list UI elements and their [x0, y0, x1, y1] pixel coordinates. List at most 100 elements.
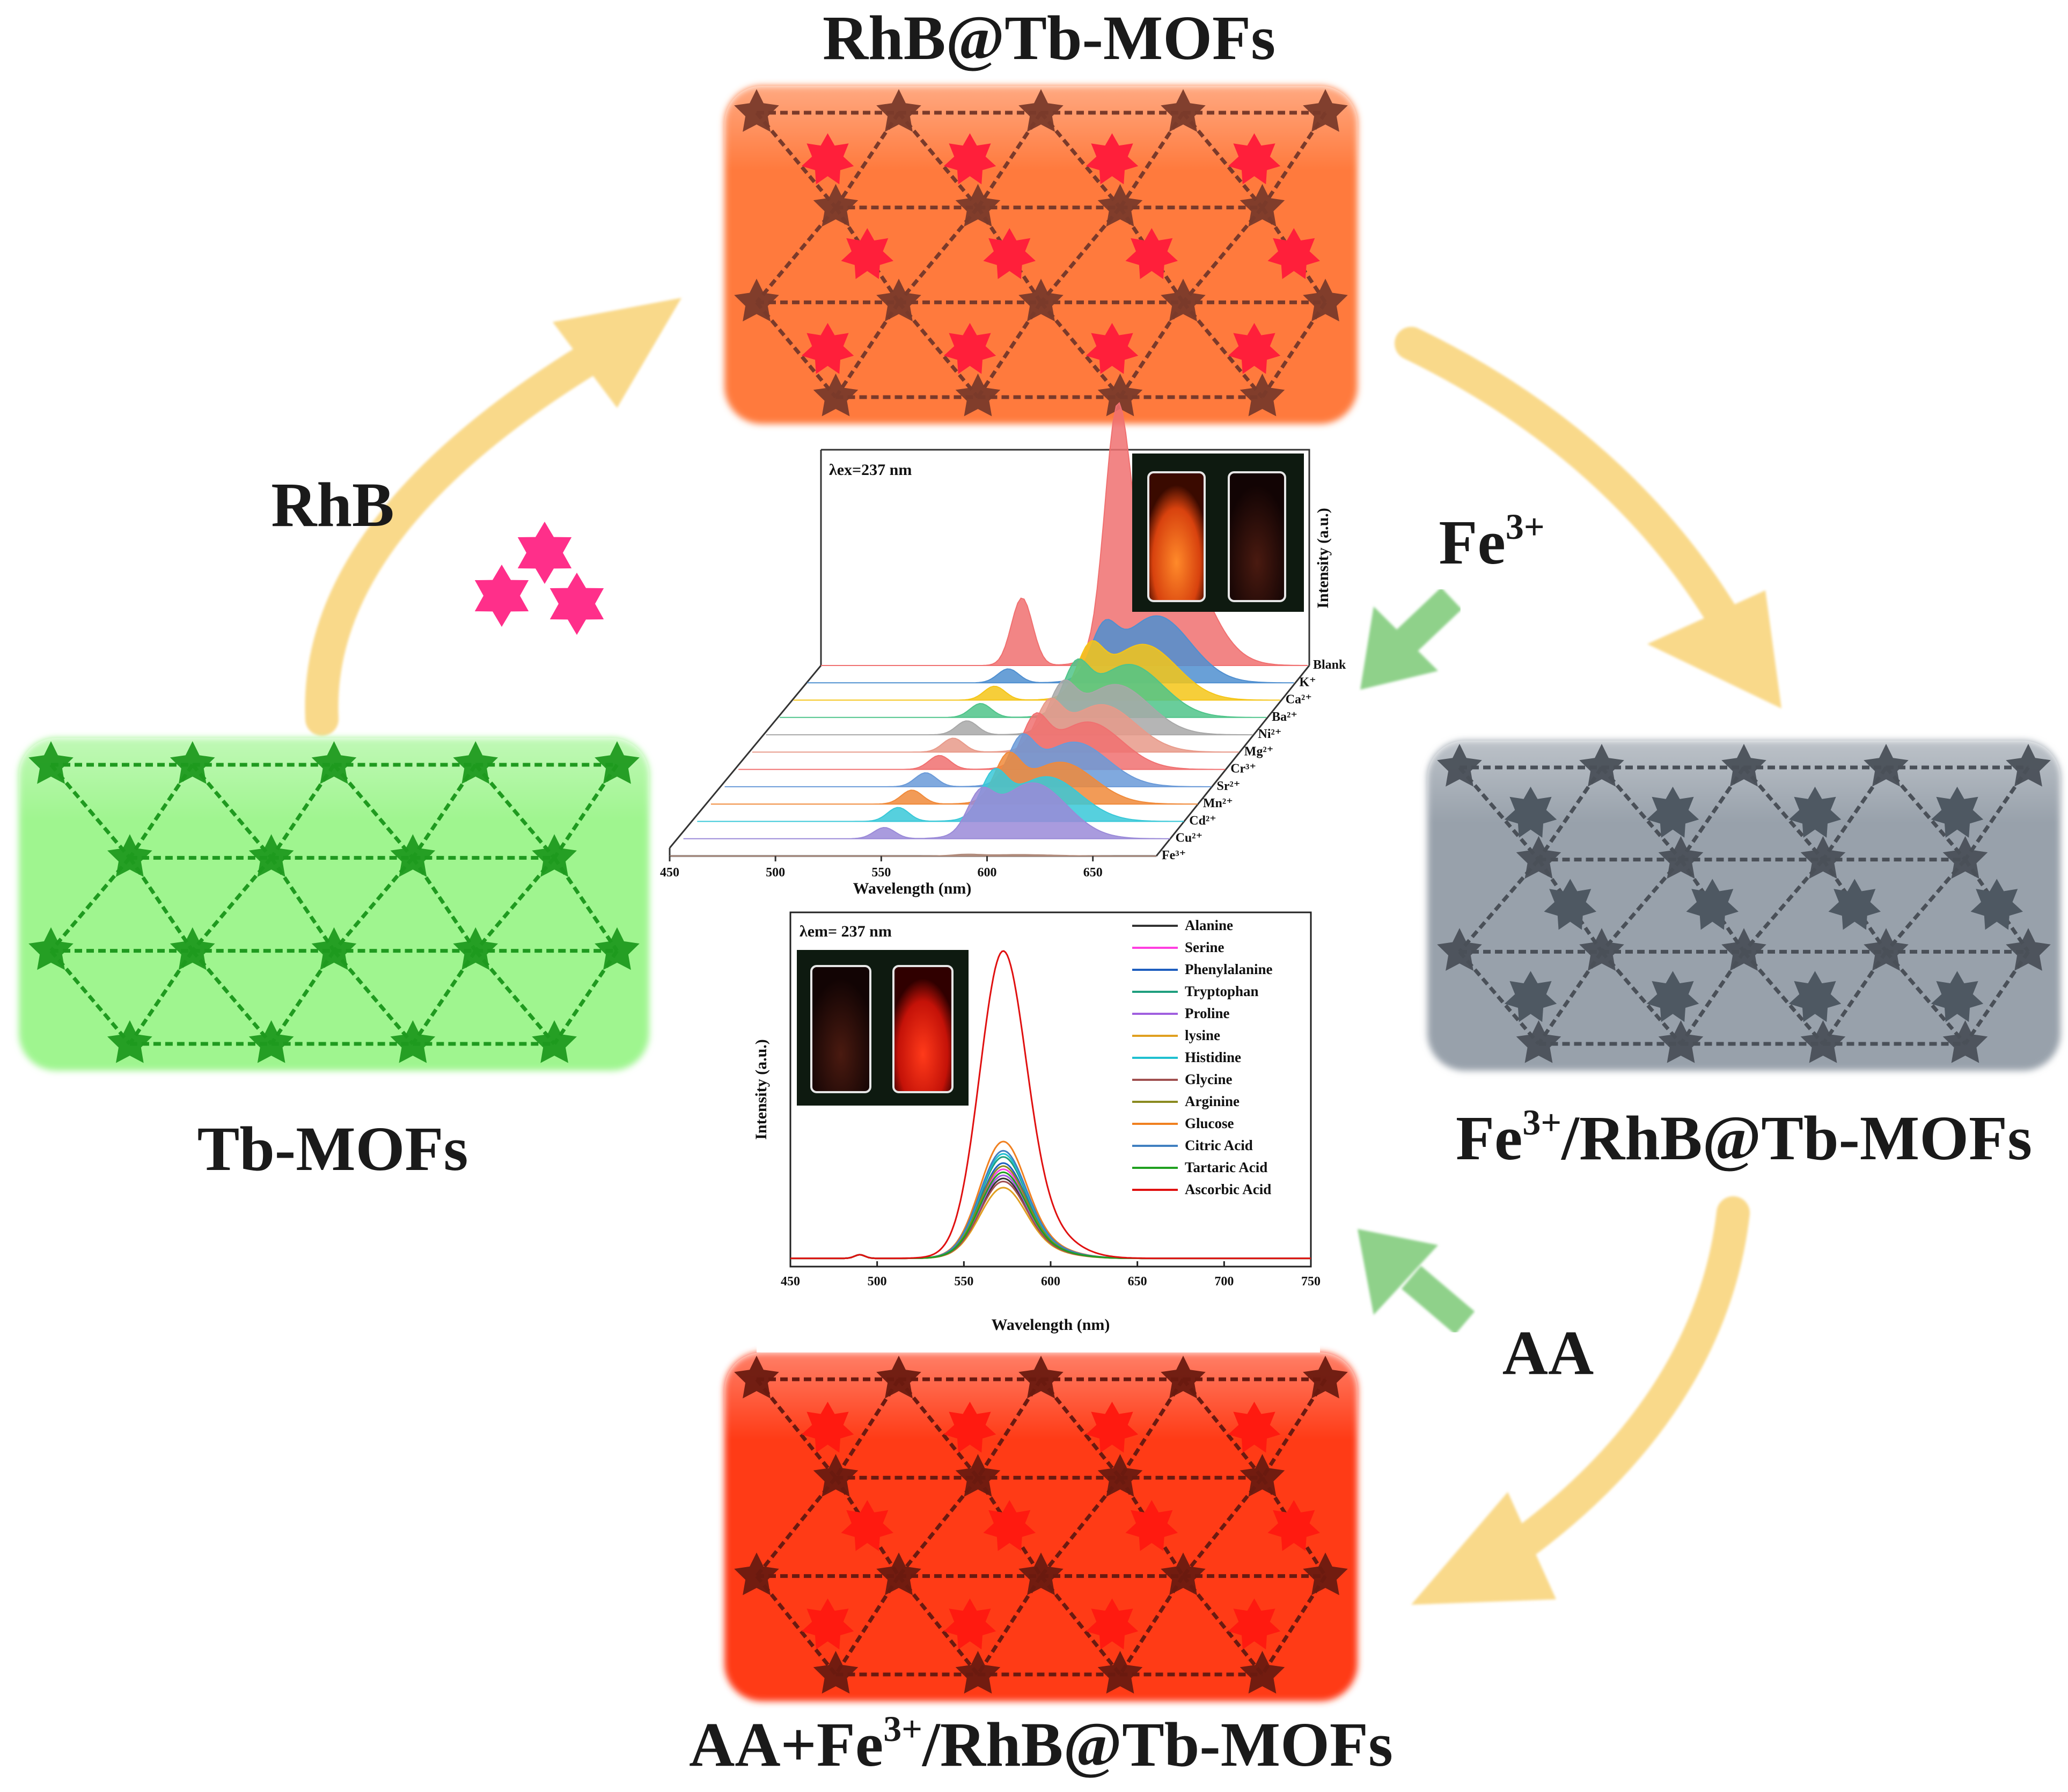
tb-cluster-node: [876, 89, 921, 132]
series-label: Cr³⁺: [1230, 762, 1256, 776]
mof-linker: [1458, 766, 1541, 861]
guest-dye-star: [841, 1500, 893, 1551]
tb-cluster-node: [955, 184, 1001, 227]
mof-linker: [1600, 858, 1683, 953]
guest-dye-star: [801, 1598, 854, 1650]
tb-cluster-node: [1303, 279, 1348, 321]
tb-cluster-node: [1018, 1356, 1064, 1399]
chart1-y-label: Intensity (a.u.): [1314, 508, 1332, 609]
waterfall-series: [670, 853, 1156, 857]
tb-cluster-node: [734, 1552, 779, 1596]
guest-dye-star: [943, 1598, 996, 1650]
tb-cluster-node: [390, 1020, 436, 1063]
mof-linker: [1182, 206, 1264, 304]
mof-linker: [897, 1378, 980, 1479]
mof-lattice-rhb: [734, 89, 1348, 416]
guest-dye-star: [1086, 323, 1139, 374]
chart1-inset-photo: [1132, 454, 1304, 612]
fe-rhb-tb-mofs-label: Fe3+/RhB@Tb-MOFs: [1456, 1102, 2032, 1173]
mof-linker: [976, 1575, 1043, 1676]
mof-linker: [1118, 1378, 1185, 1479]
guest-dye-star: [1646, 786, 1699, 838]
waterfall-series: [683, 782, 1170, 839]
aa-fe-rhb-tb-mofs-box: [724, 1352, 1358, 1701]
tb-cluster-node: [28, 741, 74, 784]
tb-cluster-node: [1097, 184, 1143, 227]
tb-cluster-node: [1800, 836, 1846, 879]
rhb-molecule-star: [517, 522, 572, 584]
tb-cluster-node: [311, 741, 357, 784]
mof-linker: [1182, 1476, 1264, 1577]
tb-cluster-node: [813, 184, 859, 227]
tb-cluster-node: [248, 834, 294, 877]
series-label: Blank: [1313, 658, 1346, 672]
tb-cluster-node: [1864, 928, 1909, 971]
tb-cluster-node: [1240, 1651, 1285, 1694]
guest-dye-star: [1970, 879, 2023, 930]
legend-label: Phenylalanine: [1185, 961, 1273, 977]
legend-label: Glucose: [1185, 1115, 1234, 1131]
mof-linker: [1182, 111, 1264, 209]
mof-linker: [755, 1575, 838, 1676]
tb-cluster-node: [876, 1356, 921, 1399]
fe-arrow-label: Fe3+: [1439, 506, 1544, 577]
chart2-legend: AlanineSerinePhenylalanineTryptophanProl…: [1132, 917, 1273, 1197]
guest-dye-star: [1931, 786, 1984, 838]
mof-linker: [1039, 111, 1122, 209]
tb-cluster-node: [1161, 1356, 1206, 1399]
guest-dye-star: [1125, 228, 1178, 279]
tb-cluster-node: [107, 1020, 152, 1063]
series-label: Ni²⁺: [1258, 727, 1282, 741]
mof-linker: [1884, 950, 1967, 1045]
guest-dye-star: [1686, 879, 1739, 930]
legend-label: Ascorbic Acid: [1185, 1181, 1271, 1197]
mof-linker: [474, 949, 556, 1045]
tb-cluster-node: [1240, 374, 1285, 416]
mof-linker: [1118, 1476, 1185, 1577]
tb-cluster-node: [1658, 836, 1704, 879]
mof-linker: [1182, 301, 1264, 399]
guest-dye-star: [1504, 971, 1557, 1022]
guest-dye-star: [1646, 971, 1699, 1022]
tb-cluster-node: [532, 1020, 577, 1063]
chart2-y-label: Intensity (a.u.): [752, 1039, 770, 1140]
tb-cluster-node: [248, 1020, 294, 1063]
chart1-back-frame: [821, 449, 1310, 665]
mof-linker: [474, 763, 556, 859]
tb-cluster-node: [170, 741, 215, 784]
series-label: Mn²⁺: [1203, 796, 1233, 810]
tb-cluster-node: [1721, 744, 1766, 787]
waterfall-series: [724, 733, 1212, 787]
guest-dye-star: [983, 1500, 1036, 1551]
vial-quenched-2: [810, 965, 871, 1093]
rhb-tb-mofs-box: [724, 86, 1358, 424]
guest-dye-star: [1228, 1401, 1281, 1453]
mof-linker: [332, 857, 415, 952]
mof-linker: [897, 1476, 980, 1577]
aa-fe-rhb-tb-mofs-label: AA+Fe3+/RhB@Tb-MOFs: [689, 1708, 1393, 1780]
mof-linker: [191, 949, 273, 1045]
x-tick-label: 650: [1083, 866, 1103, 880]
tb-cluster-node: [1097, 1651, 1143, 1694]
mof-linker: [1884, 858, 1967, 953]
mof-linker: [1458, 950, 1541, 1045]
legend-label: Histidine: [1185, 1049, 1241, 1065]
guest-dye-star: [841, 228, 893, 279]
mof-linker: [1039, 301, 1122, 399]
guest-dye-star: [1228, 323, 1281, 374]
mof-linker: [1260, 1575, 1327, 1676]
guest-dye-star: [1228, 1598, 1281, 1650]
tb-cluster-node: [734, 89, 779, 132]
mof-linker: [755, 1378, 838, 1479]
guest-dye-star: [1931, 971, 1984, 1022]
series-label: K⁺: [1299, 675, 1316, 689]
green-arrow-aa: [1358, 1229, 1475, 1335]
guest-dye-star: [1828, 879, 1881, 930]
guest-dye-star: [801, 323, 854, 374]
mof-linker: [1182, 1378, 1264, 1479]
tb-cluster-node: [1018, 89, 1064, 132]
x-tick-label: 550: [871, 866, 891, 880]
mof-linker: [191, 857, 273, 952]
legend-label: Tryptophan: [1185, 983, 1259, 999]
